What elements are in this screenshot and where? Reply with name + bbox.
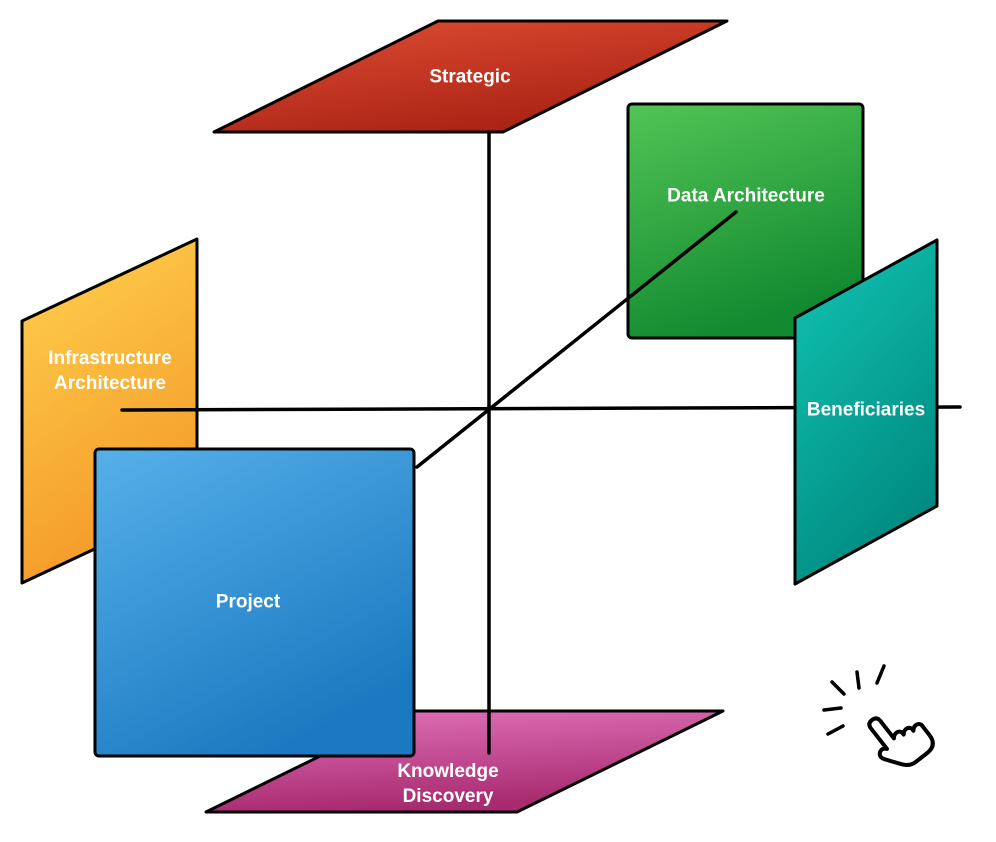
panel-beneficiaries[interactable] — [793, 238, 939, 586]
click-cursor-icon — [822, 664, 935, 768]
panel-data-architecture[interactable] — [626, 102, 865, 340]
panel-project[interactable] — [93, 447, 416, 758]
axis-diagonal-line — [415, 210, 738, 469]
panel-strategic[interactable] — [212, 19, 729, 134]
pointer-hand-icon — [867, 716, 935, 768]
